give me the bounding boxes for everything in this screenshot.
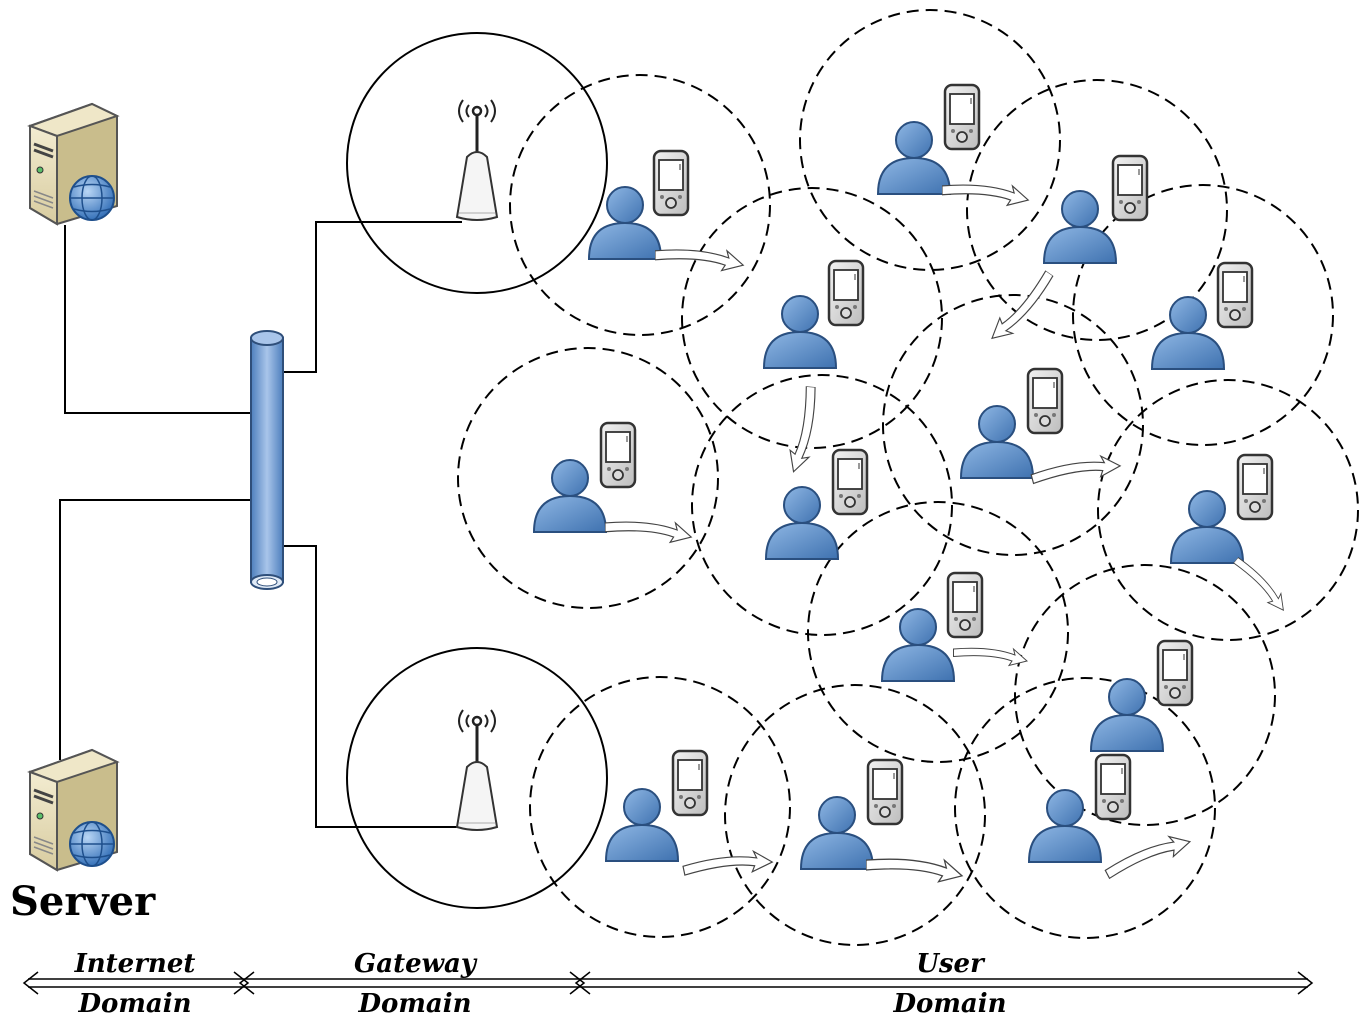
user-person-icon [765,486,839,560]
network-bus [250,330,284,590]
movement-arrow [1030,450,1123,495]
domain-user: User Domain [860,948,1040,1020]
domain-span-arrows [22,971,1314,995]
movement-arrow [1227,556,1292,614]
user-person-icon [1028,789,1102,863]
pda-handheld-icon [866,758,904,826]
server-label: Server [10,878,156,925]
network-links [59,221,462,828]
gateway-coverage [346,32,608,909]
pda-handheld-icon [831,448,869,516]
user-person-icon [877,121,951,195]
domain-user-line1: User [916,949,984,979]
pda-handheld-icon [1236,453,1274,521]
server-globe-icon [28,748,119,872]
user-coverage-circles [457,9,1359,946]
pda-handheld-icon [671,749,709,817]
pda-handheld-icon [1094,753,1132,821]
user-person-icon [881,608,955,682]
movement-arrow [866,858,963,883]
domain-internet: Internet Domain [55,948,215,1020]
server-globe-icon [28,102,119,226]
movement-arrow [787,384,817,474]
movement-arrow [605,521,692,543]
domain-gateway-line2: Domain [358,989,472,1019]
movement-arrow [682,846,775,887]
user-person-icon [1151,296,1225,370]
user-person-icon [588,186,662,260]
pda-handheld-icon [1026,367,1064,435]
movement-arrow [942,184,1029,206]
movement-arrow [987,264,1055,348]
user-person-icon [533,459,607,533]
user-person-icon [800,796,874,870]
user-person-icon [605,788,679,862]
pda-handheld-icon [1111,154,1149,222]
pda-handheld-icon [1216,261,1254,329]
movement-arrow [655,249,744,272]
wireless-access-point-icon [455,98,499,222]
domain-gateway: Gateway Domain [325,948,505,1020]
user-person-icon [1090,678,1164,752]
pda-handheld-icon [946,571,984,639]
movement-arrow [1104,827,1194,889]
user-person-icon [1170,490,1244,564]
domain-gateway-line1: Gateway [354,949,476,979]
pda-handheld-icon [1156,639,1194,707]
pda-handheld-icon [652,149,690,217]
user-person-icon [763,295,837,369]
user-person-icon [960,405,1034,479]
wireless-access-point-icon [455,708,499,832]
pda-handheld-icon [827,259,865,327]
user-nodes [533,83,1274,870]
movement-arrow [952,647,1028,667]
user-person-icon [1043,190,1117,264]
pda-handheld-icon [599,421,637,489]
domain-internet-line2: Domain [78,989,192,1019]
pda-handheld-icon [943,83,981,151]
domain-internet-line1: Internet [74,949,196,979]
domain-user-line2: Domain [893,989,1007,1019]
